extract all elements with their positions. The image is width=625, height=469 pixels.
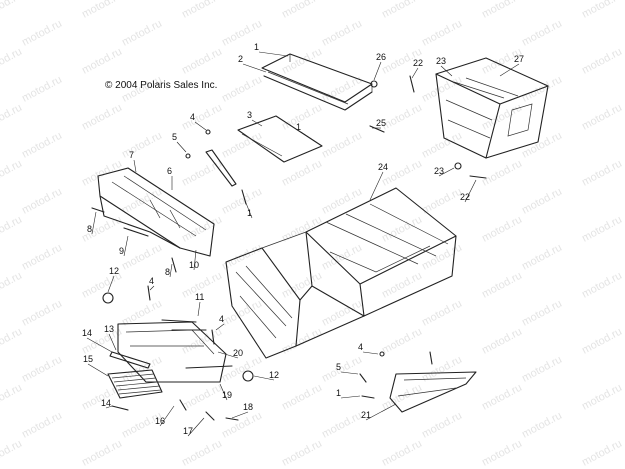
callout-number: 7 (129, 150, 134, 160)
callout-number: 14 (101, 398, 111, 408)
callout-leader-line (242, 63, 267, 73)
callout-leader-line (169, 263, 173, 278)
callout-number: 1 (254, 42, 259, 52)
callout-number: 4 (219, 314, 224, 324)
callout-leader-line (105, 405, 113, 409)
callout-number: 23 (434, 166, 444, 176)
callout-number: 1 (296, 122, 301, 132)
callout-leader-line (300, 131, 317, 143)
callout-number: 12 (109, 266, 119, 276)
callout-leader-line (87, 363, 109, 377)
callout-leader-line (176, 141, 187, 153)
callout-number: 20 (233, 348, 243, 358)
callout-leader-line (362, 351, 379, 355)
callout-number: 2 (238, 54, 243, 64)
skid-rail-part (389, 371, 477, 413)
callout-leader-line (231, 411, 249, 419)
callout-leader-line (159, 405, 175, 427)
callout-number: 10 (189, 260, 199, 270)
copyright-notice: © 2004 Polaris Sales Inc. (105, 80, 218, 91)
main-frame-part (225, 187, 457, 359)
callout-number: 4 (358, 342, 363, 352)
callout-leader-line (86, 337, 113, 353)
callout-number: 27 (514, 54, 524, 64)
callout-number: 11 (195, 292, 204, 302)
callout-leader-line (340, 395, 361, 399)
front-frame-section-part (97, 167, 215, 257)
callout-leader-line (91, 211, 97, 235)
callout-leader-line (340, 371, 359, 375)
rear-rack-part (261, 53, 373, 111)
callout-leader-line (193, 249, 197, 271)
callout-leader-line (499, 63, 520, 77)
callout-number: 1 (336, 388, 341, 398)
callout-number: 22 (460, 192, 470, 202)
callout-number: 23 (436, 56, 446, 66)
callout-leader-line (243, 197, 253, 219)
callout-leader-line (194, 121, 207, 131)
rear-box-frame-part (435, 57, 549, 159)
callout-number: 13 (104, 324, 114, 334)
callout-number: 17 (183, 426, 193, 436)
callout-leader-line (369, 171, 384, 201)
callout-leader-line (464, 179, 477, 203)
callout-number: 14 (82, 328, 92, 338)
callout-number: 16 (155, 416, 165, 426)
callout-number: 8 (87, 224, 92, 234)
callout-leader-line (133, 159, 137, 173)
callout-number: 19 (222, 390, 232, 400)
callout-number: 24 (378, 162, 388, 172)
fastener-group (91, 75, 487, 421)
cross-brace-part (205, 115, 323, 187)
callout-number: 5 (172, 132, 177, 142)
callout-leader-line (251, 119, 263, 127)
callout-number: 8 (165, 267, 170, 277)
callout-number: 22 (413, 58, 423, 68)
callout-number: 4 (190, 112, 195, 122)
callout-leader-line (217, 351, 239, 359)
callout-leader-line (215, 323, 225, 331)
callout-leader-line (373, 61, 382, 81)
callout-leader-line (438, 167, 455, 177)
callout-number: 1 (247, 208, 252, 218)
callout-number: 18 (243, 402, 253, 412)
grille-screen-part (107, 369, 163, 399)
callout-number: 5 (336, 362, 341, 372)
callout-leader-line (219, 383, 228, 401)
callout-leader-line (108, 333, 117, 351)
callout-leader-line (123, 235, 129, 257)
callout-number: 4 (149, 276, 154, 286)
grille-strip-part (109, 351, 151, 369)
callout-number: 3 (247, 110, 252, 120)
callout-number: 26 (376, 52, 386, 62)
callout-leader-line (440, 65, 453, 77)
callout-number: 12 (269, 370, 279, 380)
callout-number: 15 (83, 354, 93, 364)
callout-leader-line (365, 403, 397, 421)
callout-leader-line (258, 51, 289, 57)
callout-leader-line (253, 375, 275, 381)
callout-leader-line (411, 67, 419, 79)
callout-leader-line (187, 417, 205, 437)
callout-number: 21 (361, 410, 371, 420)
callout-number: 6 (167, 166, 172, 176)
callout-leader-line (197, 301, 201, 317)
callout-leader-line (149, 285, 155, 291)
callout-leader-line (107, 275, 115, 293)
callout-number: 9 (119, 246, 124, 256)
callout-number: 25 (376, 118, 386, 128)
front-bumper-part (117, 321, 233, 383)
